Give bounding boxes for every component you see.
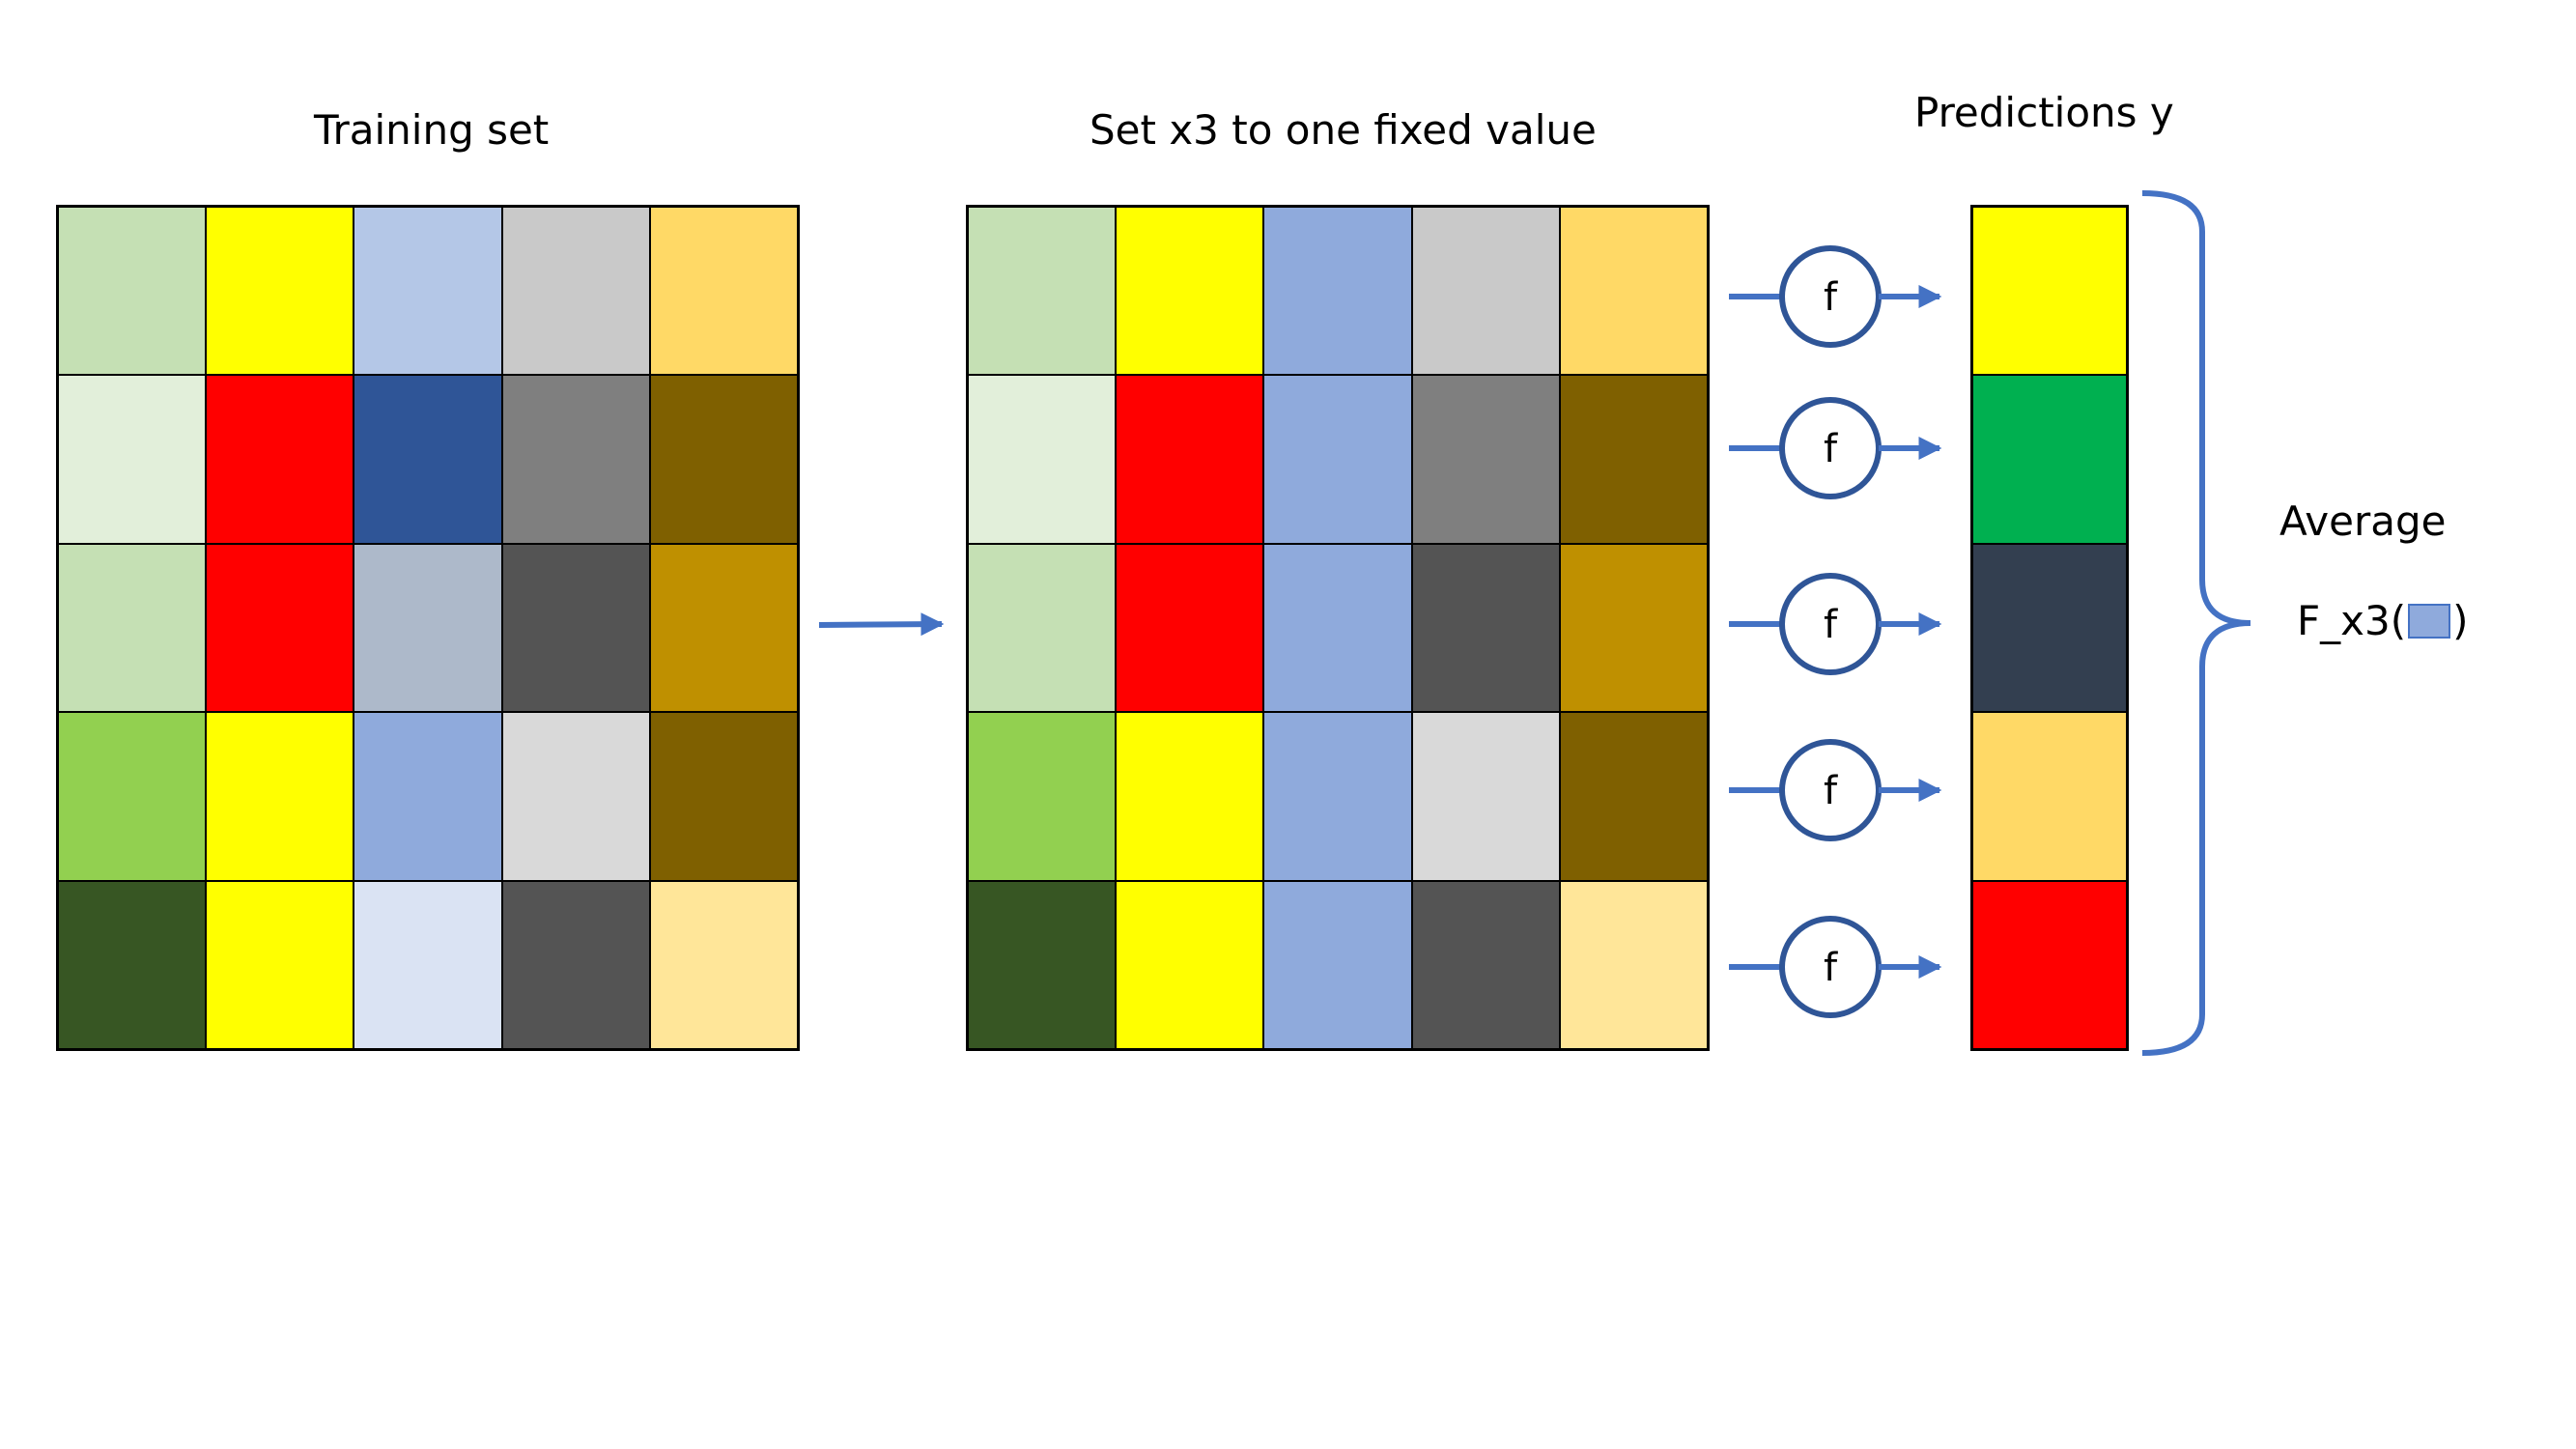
- fixed-cell-r4-c3: [1263, 712, 1412, 881]
- prediction-cell-3: [1972, 543, 2127, 713]
- training-cell-r2-c2: [206, 375, 354, 544]
- training-cell-r5-c3: [354, 880, 502, 1049]
- training-set-title: Training set: [314, 106, 550, 154]
- training-set-grid: [56, 205, 800, 1051]
- training-cell-r1-c5: [649, 207, 798, 376]
- model-label-3: f: [1824, 603, 1838, 647]
- training-cell-r4-c5: [649, 712, 798, 881]
- training-cell-r2-c4: [501, 375, 650, 544]
- training-cell-r5-c4: [501, 880, 650, 1049]
- model-rows: f f f f f: [1729, 245, 1942, 1018]
- training-cell-r3-c1: [58, 543, 207, 713]
- fixed-value-grid: [966, 205, 1710, 1051]
- fixed-cell-r4-c2: [1116, 712, 1264, 881]
- training-cell-r1-c1: [58, 207, 207, 376]
- prediction-cell-5: [1972, 880, 2127, 1049]
- fixed-cell-r2-c4: [1411, 375, 1560, 544]
- fixed-cell-r4-c4: [1411, 712, 1560, 881]
- fixed-cell-r2-c3: [1263, 375, 1412, 544]
- model-label-1: f: [1824, 275, 1838, 320]
- training-cell-r1-c2: [206, 207, 354, 376]
- transform-arrow: [818, 612, 945, 637]
- average-function: F_x3(): [2297, 597, 2469, 644]
- training-cell-r3-c5: [649, 543, 798, 713]
- model-label-2: f: [1824, 427, 1838, 471]
- fixed-cell-r4-c5: [1559, 712, 1708, 881]
- fixed-cell-r3-c2: [1116, 543, 1264, 713]
- fixed-cell-r5-c5: [1559, 880, 1708, 1049]
- fixed-cell-r5-c4: [1411, 880, 1560, 1049]
- average-label: Average: [2279, 497, 2447, 545]
- fixed-cell-r5-c1: [968, 880, 1117, 1049]
- fixed-cell-r1-c2: [1116, 207, 1264, 376]
- training-cell-r3-c2: [206, 543, 354, 713]
- training-cell-r4-c1: [58, 712, 207, 881]
- fixed-cell-r2-c2: [1116, 375, 1264, 544]
- average-brace: [2141, 190, 2251, 1056]
- training-cell-r2-c5: [649, 375, 798, 544]
- fixed-cell-r3-c4: [1411, 543, 1560, 713]
- training-cell-r3-c4: [501, 543, 650, 713]
- fixed-cell-r1-c3: [1263, 207, 1412, 376]
- predictions-column: [1970, 205, 2129, 1051]
- average-function-suffix: ): [2452, 597, 2469, 644]
- fixed-cell-r3-c3: [1263, 543, 1412, 713]
- fixed-cell-r2-c1: [968, 375, 1117, 544]
- fixed-cell-r4-c1: [968, 712, 1117, 881]
- fixed-cell-r1-c5: [1559, 207, 1708, 376]
- average-function-prefix: F_x3(: [2297, 597, 2407, 644]
- training-cell-r4-c3: [354, 712, 502, 881]
- training-cell-r2-c3: [354, 375, 502, 544]
- training-cell-r5-c1: [58, 880, 207, 1049]
- fixed-cell-r1-c1: [968, 207, 1117, 376]
- training-cell-r1-c4: [501, 207, 650, 376]
- prediction-cell-4: [1972, 712, 2127, 881]
- fixed-cell-r5-c3: [1263, 880, 1412, 1049]
- training-cell-r4-c2: [206, 712, 354, 881]
- prediction-cell-2: [1972, 375, 2127, 544]
- prediction-cell-1: [1972, 207, 2127, 376]
- training-cell-r1-c3: [354, 207, 502, 376]
- training-cell-r4-c4: [501, 712, 650, 881]
- training-cell-r3-c3: [354, 543, 502, 713]
- fixed-cell-r1-c4: [1411, 207, 1560, 376]
- predictions-title: Predictions y: [1914, 89, 2174, 136]
- fixed-cell-r3-c1: [968, 543, 1117, 713]
- training-cell-r5-c2: [206, 880, 354, 1049]
- fixed-value-swatch: [2408, 603, 2451, 639]
- model-label-4: f: [1824, 769, 1838, 813]
- fixed-cell-r3-c5: [1559, 543, 1708, 713]
- fixed-cell-r5-c2: [1116, 880, 1264, 1049]
- fixed-value-title: Set x3 to one fixed value: [1090, 106, 1597, 154]
- model-label-5: f: [1824, 946, 1838, 990]
- training-cell-r2-c1: [58, 375, 207, 544]
- fixed-cell-r2-c5: [1559, 375, 1708, 544]
- training-cell-r5-c5: [649, 880, 798, 1049]
